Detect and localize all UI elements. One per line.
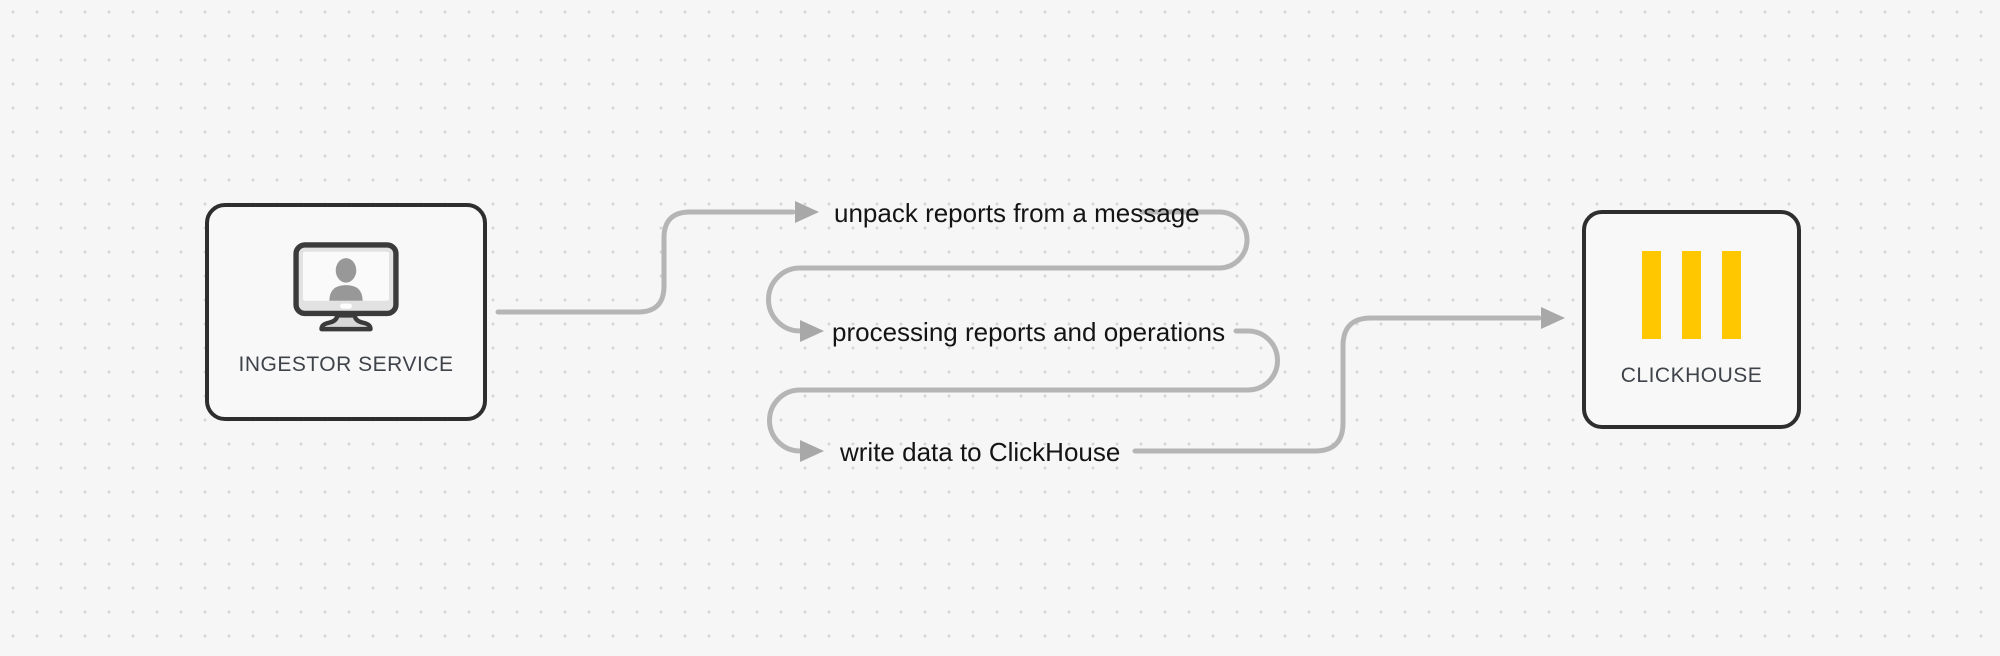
arrowhead-icon	[800, 440, 824, 462]
node-label-ingestor: INGESTOR SERVICE	[238, 353, 454, 376]
connector-path-step3-to-clickhouse	[1132, 315, 1542, 454]
node-ingestor-service: INGESTOR SERVICE	[205, 203, 487, 421]
clickhouse-logo-bar	[1682, 251, 1701, 339]
node-label-clickhouse: CLICKHOUSE	[1620, 364, 1763, 387]
clickhouse-logo-bar	[1642, 251, 1661, 339]
step-label-processing-reports: processing reports and operations	[832, 317, 1226, 347]
clickhouse-logo-icon	[1642, 251, 1741, 339]
connector-path-ingestor-to-step1	[495, 209, 796, 315]
step-label-write-data: write data to ClickHouse	[840, 437, 1121, 467]
arrowhead-icon	[795, 201, 819, 223]
arrowhead-icon	[800, 320, 824, 342]
clickhouse-logo-bar	[1722, 251, 1741, 339]
connector-path-step1-to-step2	[766, 209, 1250, 334]
node-clickhouse: CLICKHOUSE	[1582, 210, 1801, 429]
step-label-unpack-reports: unpack reports from a message	[834, 198, 1200, 228]
arrowhead-icon	[1541, 307, 1565, 329]
monitor-user-icon	[293, 242, 399, 332]
connector-path-step2-to-step3	[767, 328, 1280, 454]
